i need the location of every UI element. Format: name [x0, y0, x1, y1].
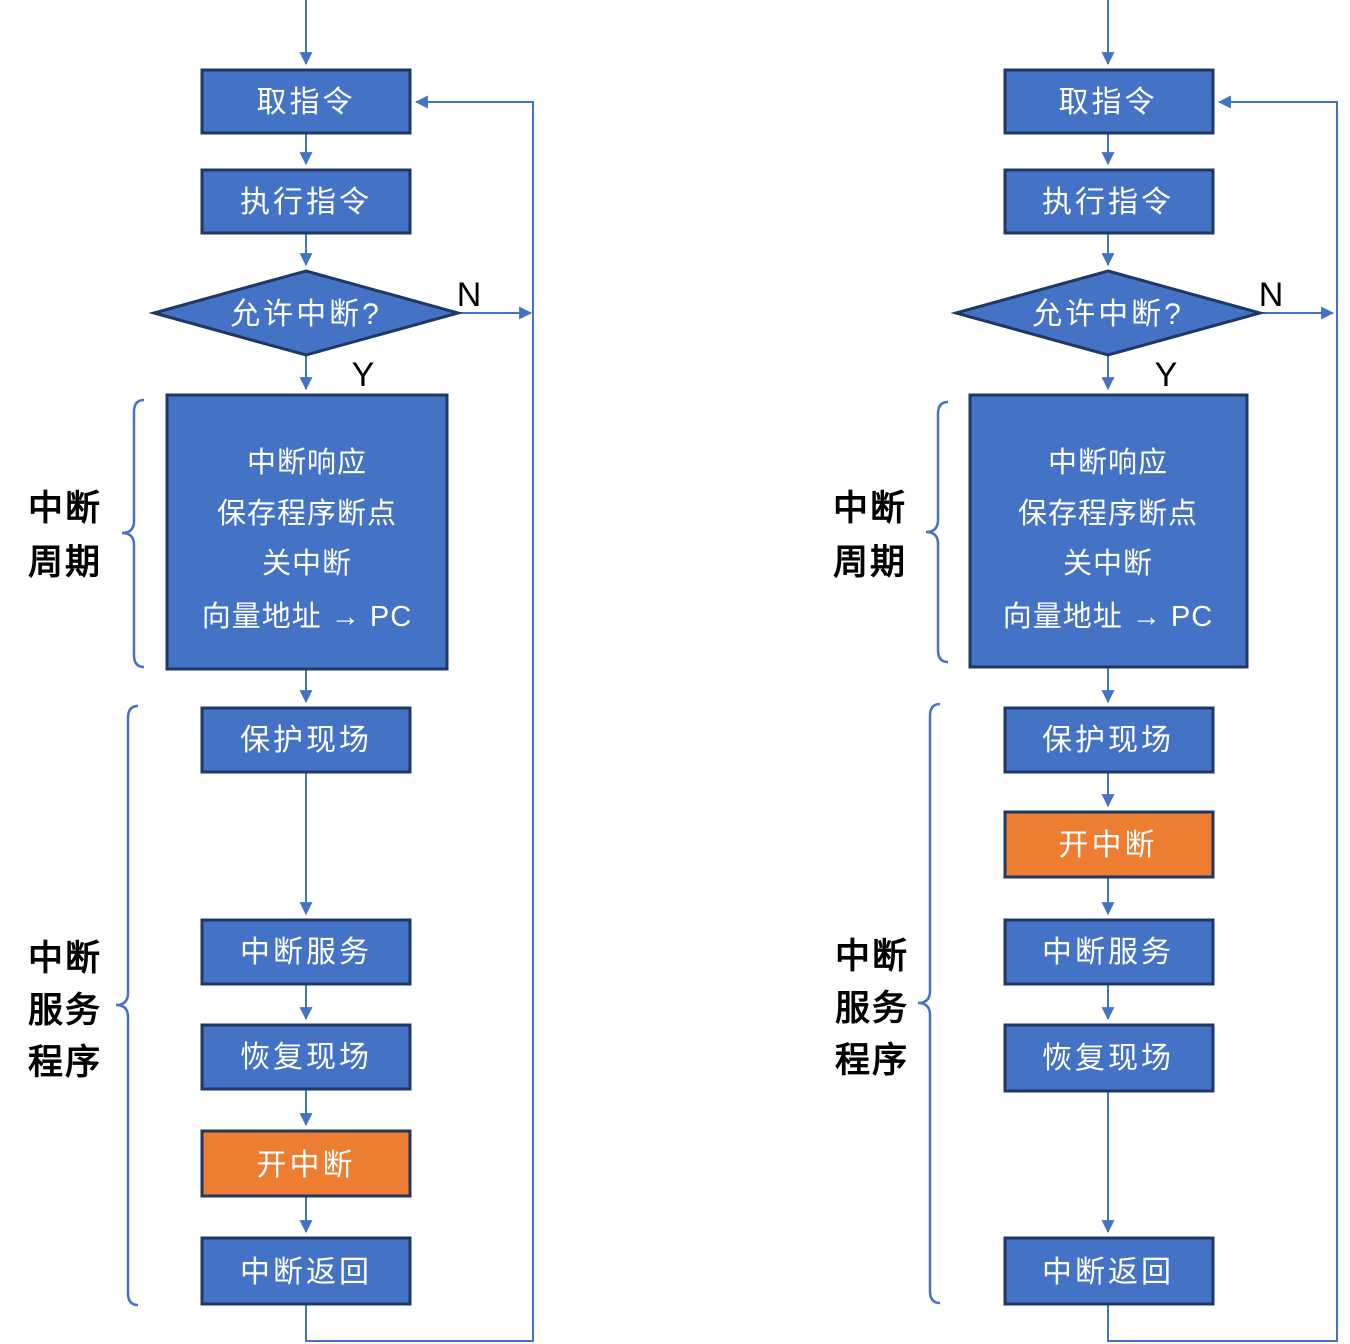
- cycle-line: 中断响应: [247, 446, 367, 479]
- return-label: 中断返回: [240, 1256, 372, 1289]
- restore-box: [1003, 1023, 1215, 1093]
- service-label: 中断服务: [240, 936, 372, 969]
- enable-interrupt-label: 开中断: [257, 1149, 356, 1182]
- protect-box: [200, 706, 412, 774]
- decision-label: 允许中断?: [230, 298, 382, 331]
- loop-return-to-fetch: [305, 95, 534, 1342]
- service-box: [200, 918, 412, 986]
- service-side-label: 中断: [835, 937, 909, 976]
- cycle-side-label: 中断: [28, 489, 102, 528]
- service-brace: [115, 704, 139, 1307]
- execute-box: [200, 168, 412, 235]
- return-box: [1003, 1236, 1215, 1306]
- execute-box: [1003, 168, 1215, 235]
- service-side-label: 程序: [28, 1043, 102, 1082]
- decision-diamond: [950, 269, 1266, 357]
- cycle-line: 中断响应: [1048, 446, 1168, 479]
- cycle-brace: [925, 400, 949, 664]
- enable-interrupt-box: [1003, 810, 1215, 879]
- restore-label: 恢复现场: [240, 1041, 372, 1074]
- decision-diamond: [148, 269, 464, 357]
- execute-label: 执行指令: [240, 186, 372, 219]
- restore-box: [200, 1023, 412, 1091]
- fetch-box: [200, 68, 412, 135]
- enable-interrupt-label: 开中断: [1059, 829, 1158, 862]
- fetch-label: 取指令: [1059, 86, 1158, 119]
- protect-label: 保护现场: [1042, 724, 1174, 757]
- cycle-line: 关中断: [1063, 547, 1153, 580]
- cycle-side-label: 周期: [833, 543, 907, 582]
- flowchart-right: 取指令 执行指令 允许中断? N Y 中断响应 保存程序断点 关中断 向量地址 …: [833, 0, 1338, 1342]
- interrupt-cycle-box: [165, 393, 449, 671]
- cycle-line: 保存程序断点: [217, 497, 397, 530]
- protect-box: [1003, 706, 1215, 774]
- service-label: 中断服务: [1042, 936, 1174, 969]
- decision-no-label: N: [1259, 276, 1284, 314]
- cycle-line: 保存程序断点: [1018, 497, 1198, 530]
- service-brace: [917, 702, 941, 1305]
- execute-label: 执行指令: [1042, 186, 1174, 219]
- cycle-line: 向量地址 → PC: [1003, 600, 1213, 633]
- loop-return-to-fetch: [1107, 95, 1338, 1342]
- decision-no-label: N: [457, 276, 482, 314]
- decision-yes-label: Y: [1155, 356, 1178, 394]
- decision-yes-label: Y: [352, 356, 375, 394]
- decision-label: 允许中断?: [1032, 298, 1184, 331]
- protect-label: 保护现场: [240, 724, 372, 757]
- cycle-line: 关中断: [262, 547, 352, 580]
- fetch-label: 取指令: [257, 86, 356, 119]
- fetch-box: [1003, 68, 1215, 135]
- service-side-label: 服务: [835, 989, 909, 1028]
- interrupt-cycle-box: [968, 393, 1249, 669]
- cycle-side-label: 周期: [28, 543, 102, 582]
- restore-label: 恢复现场: [1042, 1042, 1174, 1075]
- service-side-label: 中断: [28, 939, 102, 978]
- service-side-label: 服务: [28, 991, 102, 1030]
- cycle-line: 向量地址 → PC: [202, 600, 412, 633]
- cycle-brace: [121, 398, 145, 669]
- service-box: [1003, 918, 1215, 986]
- return-box: [200, 1236, 412, 1306]
- cycle-side-label: 中断: [833, 489, 907, 528]
- return-label: 中断返回: [1042, 1256, 1174, 1289]
- enable-interrupt-box: [200, 1129, 412, 1198]
- service-side-label: 程序: [835, 1041, 909, 1080]
- flowchart-left: 取指令 执行指令 允许中断? N Y 中断响应 保存程序断点 关中断 向量地址 …: [28, 0, 534, 1342]
